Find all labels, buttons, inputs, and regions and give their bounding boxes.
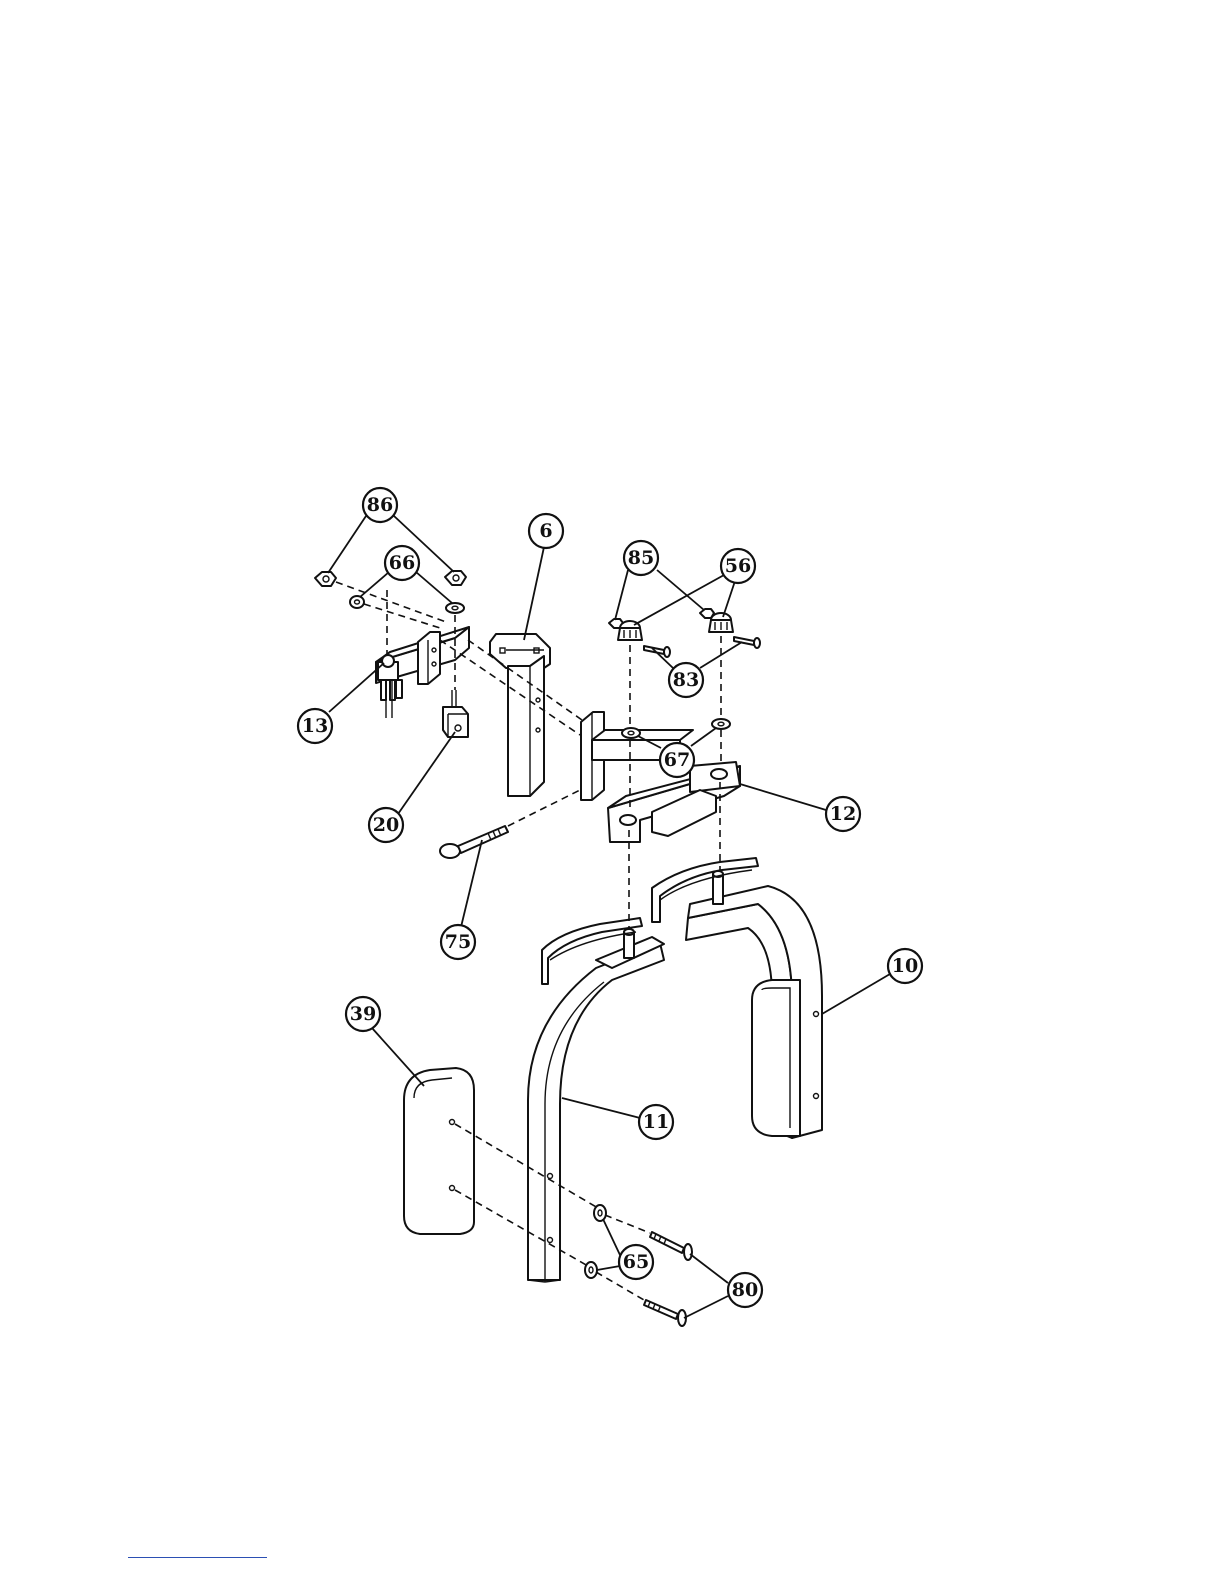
knob-56-right <box>709 613 733 632</box>
callout-85: 85 <box>624 541 658 575</box>
pad-39 <box>404 1068 474 1234</box>
bolt-83-right <box>734 637 760 648</box>
arm-frame-11 <box>528 918 664 1282</box>
callout-6-label: 6 <box>539 520 552 542</box>
pad-right <box>752 980 800 1136</box>
callout-10: 10 <box>888 949 922 983</box>
callout-66-label: 66 <box>389 552 415 574</box>
callout-20: 20 <box>369 808 403 842</box>
callout-86-label: 86 <box>367 494 393 516</box>
long-bolt-75 <box>440 826 508 858</box>
bolt-80-upper <box>650 1232 692 1260</box>
callout-86: 86 <box>363 488 397 522</box>
callout-66: 66 <box>385 546 419 580</box>
callout-39-label: 39 <box>350 1003 376 1025</box>
cross-frame-12 <box>581 712 740 842</box>
callout-67-label: 67 <box>664 749 690 771</box>
callout-11-label: 11 <box>643 1111 669 1133</box>
callout-65-label: 65 <box>623 1251 649 1273</box>
callout-13-label: 13 <box>302 715 328 737</box>
washer-67-right <box>712 719 730 729</box>
callout-13: 13 <box>298 709 332 743</box>
footer-rule <box>128 1557 267 1558</box>
bolt-80-lower <box>644 1300 686 1326</box>
callout-83: 83 <box>669 663 703 697</box>
callout-83-label: 83 <box>673 669 699 691</box>
washer-67-left <box>622 728 640 738</box>
pin-housing-20 <box>443 690 468 737</box>
bolt-83-left <box>644 646 670 657</box>
callout-65: 65 <box>619 1245 653 1279</box>
callout-12: 12 <box>826 797 860 831</box>
callout-10-label: 10 <box>892 955 918 977</box>
washer-right <box>446 603 464 613</box>
callout-75: 75 <box>441 925 475 959</box>
callout-85-label: 85 <box>628 547 654 569</box>
callout-67: 67 <box>660 743 694 777</box>
callout-11: 11 <box>639 1105 673 1139</box>
washer-65-lower <box>585 1262 597 1278</box>
knob-56-left <box>618 621 642 640</box>
callout-39: 39 <box>346 997 380 1031</box>
callout-56-label: 56 <box>725 555 751 577</box>
nut-left <box>315 572 336 586</box>
callout-75-label: 75 <box>445 931 471 953</box>
washer-65-upper <box>594 1205 606 1221</box>
callout-56: 56 <box>721 549 755 583</box>
callout-20-label: 20 <box>373 814 399 836</box>
callout-80: 80 <box>728 1273 762 1307</box>
callout-80-label: 80 <box>732 1279 758 1301</box>
washer-left <box>350 596 364 608</box>
nut-right <box>445 571 466 585</box>
callout-6: 6 <box>529 514 563 548</box>
callout-12-label: 12 <box>830 803 856 825</box>
vertical-post-6 <box>490 634 550 796</box>
